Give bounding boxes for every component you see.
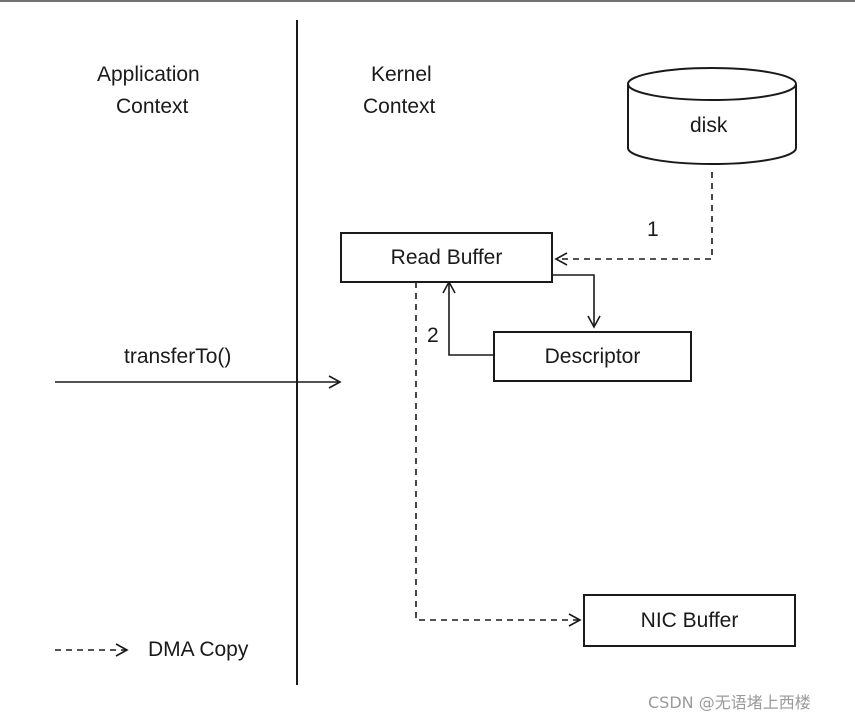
- edge-read-buffer-to-nic-buffer: [415, 282, 582, 627]
- descriptor-box: Descriptor: [493, 331, 692, 382]
- kernel-context-label-line2: Context: [363, 95, 436, 118]
- read-buffer-box: Read Buffer: [340, 232, 553, 283]
- disk-label: disk: [690, 114, 728, 137]
- legend-dma-copy-label: DMA Copy: [148, 638, 249, 661]
- descriptor-label: Descriptor: [544, 344, 641, 368]
- application-context-label-line1: Application: [97, 63, 200, 86]
- step-2-label: 2: [427, 324, 439, 347]
- read-buffer-label: Read Buffer: [390, 245, 503, 269]
- application-context-label-line2: Context: [116, 95, 189, 118]
- edge-read-buffer-to-descriptor: [552, 274, 601, 329]
- nic-buffer-box: NIC Buffer: [583, 594, 796, 647]
- csdn-watermark: CSDN @无语堵上西楼: [648, 693, 811, 712]
- step-1-label: 1: [647, 218, 659, 241]
- edge-disk-to-read-buffer: [554, 172, 713, 266]
- nic-buffer-label: NIC Buffer: [640, 608, 739, 632]
- edge-descriptor-to-read-buffer: [442, 280, 494, 356]
- kernel-context-label-line1: Kernel: [371, 63, 432, 86]
- disk-cylinder: [627, 67, 797, 165]
- transferto-label: transferTo(): [124, 345, 232, 368]
